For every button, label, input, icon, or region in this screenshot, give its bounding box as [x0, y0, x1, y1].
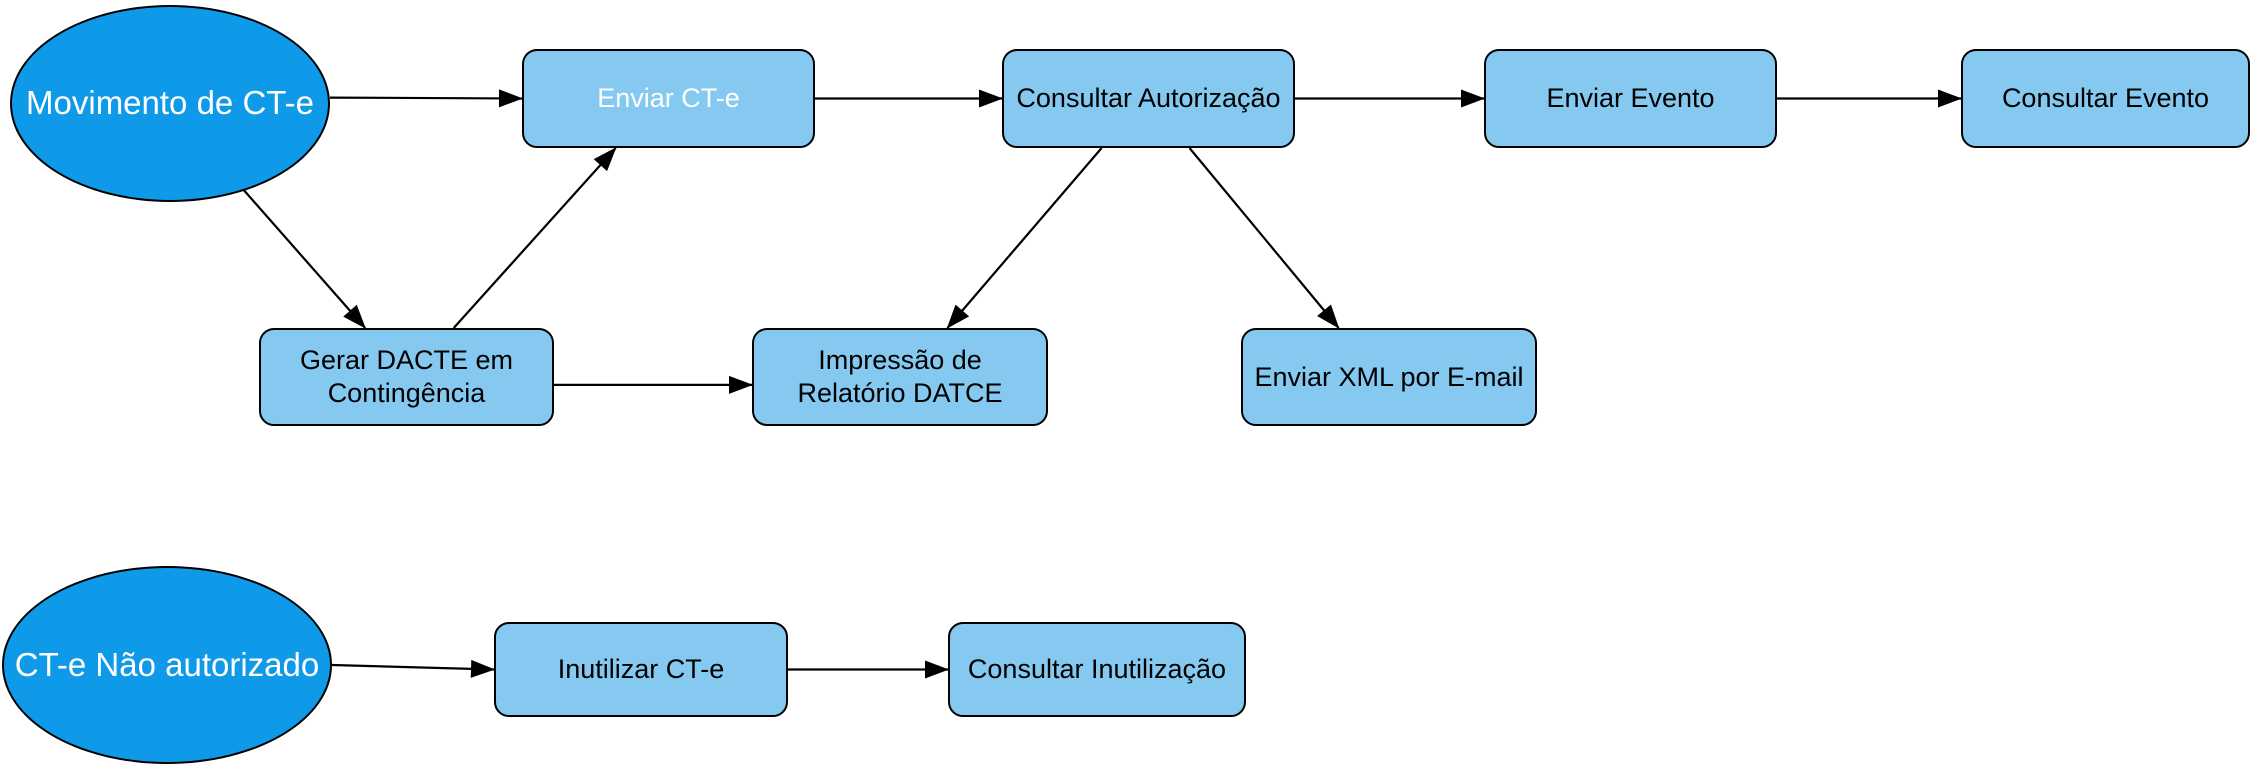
node-gerar-dacte-em-contingencia: Gerar DACTE em Contingência — [259, 328, 554, 426]
node-label: Consultar Inutilização — [967, 654, 1227, 685]
edge-movimento-to-enviar-cte — [329, 89, 523, 108]
edge-gerar-dacte-to-enviar-cte — [452, 147, 617, 329]
node-enviar-cte: Enviar CT-e — [522, 49, 815, 148]
node-label: Gerar DACTE em Contingência — [299, 345, 514, 408]
node-impressao-de-relatorio-datce: Impressão de Relatório DATCE — [752, 328, 1048, 426]
node-label: Movimento de CT-e — [26, 84, 314, 122]
node-label: CT-e Não autorizado — [14, 645, 320, 683]
node-label: Impressão de Relatório DATCE — [797, 345, 1003, 408]
edge-nao-autorizado-to-inutilizar-cte — [331, 659, 495, 678]
node-label: Consultar Autorização — [1016, 83, 1281, 114]
edge-movimento-to-gerar-dacte — [239, 185, 367, 329]
node-label: Inutilizar CT-e — [557, 654, 725, 685]
node-label: Enviar CT-e — [597, 83, 740, 114]
node-enviar-xml-por-email: Enviar XML por E-mail — [1241, 328, 1537, 426]
node-consultar-inutilizacao: Consultar Inutilização — [948, 622, 1246, 717]
edge-consultar-autorizacao-to-enviar-xml — [1188, 147, 1340, 329]
node-consultar-autorizacao: Consultar Autorização — [1002, 49, 1295, 148]
node-label: Enviar XML por E-mail — [1254, 361, 1524, 392]
node-enviar-evento: Enviar Evento — [1484, 49, 1777, 148]
node-cte-nao-autorizado: CT-e Não autorizado — [2, 566, 332, 764]
node-label: Consultar Evento — [2001, 83, 2210, 114]
edge-consultar-autorizacao-to-impressao-datce — [946, 147, 1103, 329]
node-label: Enviar Evento — [1546, 83, 1715, 114]
node-consultar-evento: Consultar Evento — [1961, 49, 2250, 148]
node-movimento-de-cte: Movimento de CT-e — [10, 5, 330, 202]
node-inutilizar-cte: Inutilizar CT-e — [494, 622, 788, 717]
